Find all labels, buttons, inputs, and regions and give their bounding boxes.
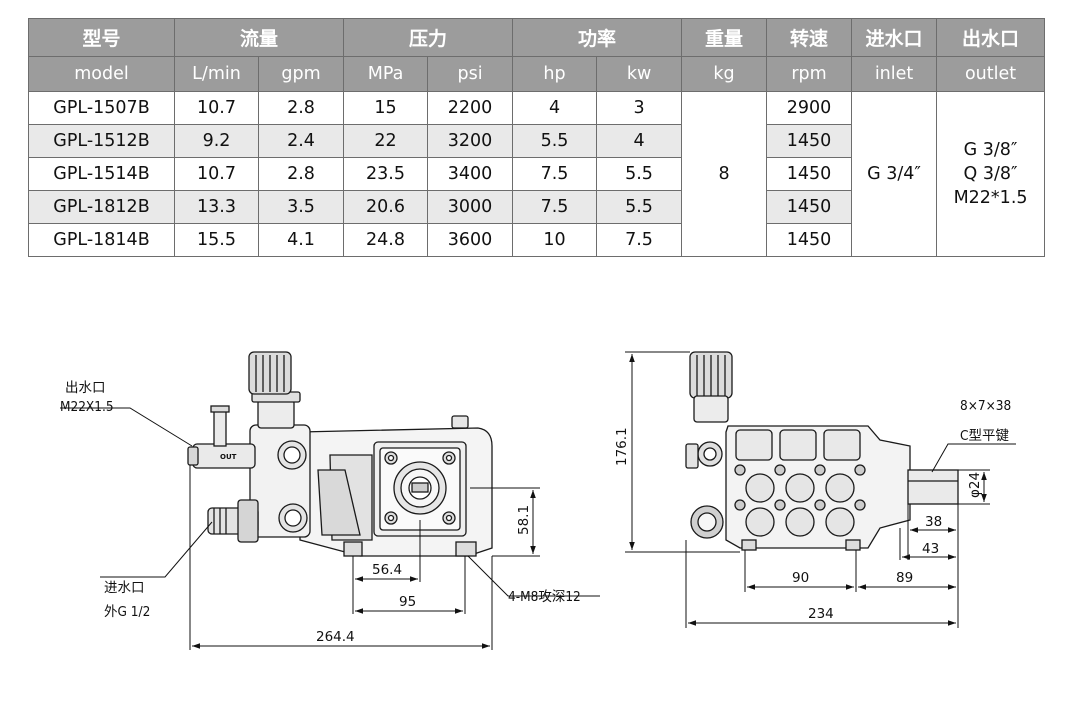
header-hp: hp — [512, 56, 598, 92]
dim-89: 89 — [896, 570, 913, 586]
cell-mpa: 22 — [343, 124, 429, 158]
outlet-line: Q 3/8″ — [963, 164, 1018, 184]
header-model-en: model — [28, 56, 175, 92]
cell-rpm: 1450 — [766, 157, 853, 191]
cell-weight: 8 — [681, 91, 768, 257]
outlet-label: 出水口 — [65, 380, 106, 396]
outlet-line: M22*1.5 — [953, 188, 1028, 208]
cell-model: GPL-1814B — [28, 223, 175, 257]
pump-side-view — [187, 351, 493, 557]
header-outlet-en: outlet — [936, 56, 1046, 92]
header-inlet-cn: 进水口 — [851, 18, 938, 57]
cell-model: GPL-1512B — [28, 124, 175, 158]
dim-234: 234 — [808, 606, 834, 622]
cell-psi: 3600 — [427, 223, 514, 257]
cell-gpm: 2.8 — [257, 91, 345, 125]
dim-56-4: 56.4 — [372, 562, 402, 578]
left-dimensions — [60, 407, 600, 650]
header-row-en: model L/min gpm MPa psi hp kw kg rpm inl… — [28, 56, 1046, 92]
cell-rpm: 2900 — [766, 91, 853, 125]
pump-front-view — [685, 351, 959, 551]
key-spec: 8×7×38 — [960, 398, 1012, 414]
key-type: C型平键 — [960, 428, 1009, 444]
cell-hp: 5.5 — [512, 124, 598, 158]
cell-hp: 4 — [512, 91, 598, 125]
outlet-spec: M22X1.5 — [60, 399, 114, 415]
inlet-label: 进水口 — [104, 580, 145, 596]
inlet-spec: 外G 1/2 — [104, 604, 151, 620]
cell-kw: 4 — [596, 124, 683, 158]
cell-model: GPL-1812B — [28, 190, 175, 224]
mount-note: 4-M8攻深12 — [508, 589, 581, 605]
header-gpm: gpm — [257, 56, 345, 92]
dim-shaft-diameter: φ24 — [967, 472, 983, 498]
header-lmin: L/min — [174, 56, 259, 92]
cell-gpm: 3.5 — [257, 190, 345, 224]
cell-mpa: 24.8 — [343, 223, 429, 257]
cell-lmin: 9.2 — [174, 124, 259, 158]
cell-gpm: 2.8 — [257, 157, 345, 191]
cell-hp: 10 — [512, 223, 598, 257]
dim-90: 90 — [792, 570, 809, 586]
cell-kw: 5.5 — [596, 190, 683, 224]
cell-psi: 3000 — [427, 190, 514, 224]
cell-rpm: 1450 — [766, 223, 853, 257]
dim-43: 43 — [922, 541, 939, 557]
header-inlet-en: inlet — [851, 56, 938, 92]
cell-gpm: 4.1 — [257, 223, 345, 257]
header-speed-cn: 转速 — [766, 18, 853, 57]
cell-mpa: 20.6 — [343, 190, 429, 224]
cell-rpm: 1450 — [766, 124, 853, 158]
cell-lmin: 13.3 — [174, 190, 259, 224]
dim-38: 38 — [925, 514, 942, 530]
cell-psi: 3400 — [427, 157, 514, 191]
dim-264-4: 264.4 — [316, 629, 355, 645]
cell-hp: 7.5 — [512, 190, 598, 224]
cell-mpa: 23.5 — [343, 157, 429, 191]
right-dimensions — [625, 351, 1016, 628]
cell-kw: 7.5 — [596, 223, 683, 257]
table-row: GPL-1814B 15.5 4.1 24.8 3600 10 7.5 1450 — [28, 223, 1045, 257]
cell-hp: 7.5 — [512, 157, 598, 191]
cell-kw: 3 — [596, 91, 683, 125]
cell-lmin: 15.5 — [174, 223, 259, 257]
cell-psi: 3200 — [427, 124, 514, 158]
header-kw: kw — [596, 56, 683, 92]
cell-outlet: G 3/8″ Q 3/8″ M22*1.5 — [936, 91, 1046, 257]
header-weight-cn: 重量 — [681, 18, 768, 57]
header-flow-cn: 流量 — [173, 18, 345, 57]
table-row: GPL-1514B 10.7 2.8 23.5 3400 7.5 5.5 145… — [28, 157, 1045, 191]
outlet-tag: OUT — [220, 453, 237, 461]
table-row: GPL-1512B 9.2 2.4 22 3200 5.5 4 1450 — [28, 124, 1045, 158]
dim-58-1: 58.1 — [516, 505, 532, 535]
header-psi: psi — [427, 56, 514, 92]
outlet-line: G 3/8″ — [963, 140, 1018, 160]
dim-176-1: 176.1 — [614, 427, 630, 466]
dim-95: 95 — [399, 594, 416, 610]
table-row: GPL-1812B 13.3 3.5 20.6 3000 7.5 5.5 145… — [28, 190, 1045, 224]
cell-model: GPL-1514B — [28, 157, 175, 191]
header-power-cn: 功率 — [512, 18, 683, 57]
header-model-cn: 型号 — [28, 18, 175, 57]
header-outlet-cn: 出水口 — [936, 18, 1046, 57]
spec-table: 型号 流量 压力 功率 重量 转速 进水口 出水口 model L/min gp… — [28, 18, 1046, 257]
cell-inlet: G 3/4″ — [851, 91, 938, 257]
cell-model: GPL-1507B — [28, 91, 175, 125]
header-row-cn: 型号 流量 压力 功率 重量 转速 进水口 出水口 — [28, 18, 1046, 57]
